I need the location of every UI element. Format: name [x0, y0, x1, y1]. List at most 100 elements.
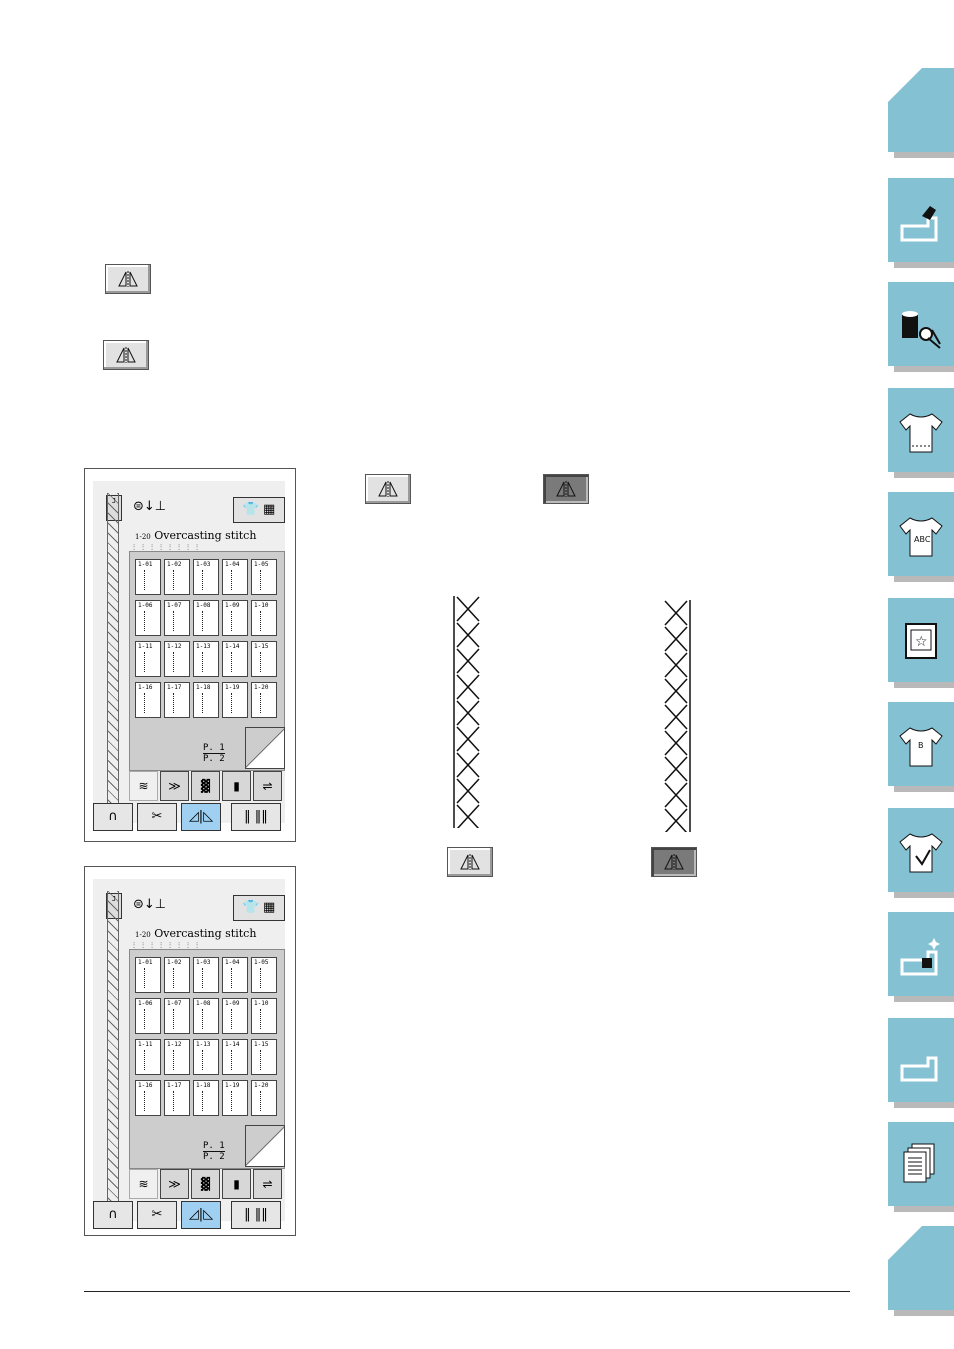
stitch-key[interactable]: 1-09: [222, 600, 248, 636]
side-tab-machine-plain[interactable]: [888, 1018, 954, 1108]
stitch-key[interactable]: 1-18: [193, 682, 219, 718]
stitch-category-tab[interactable]: ▮: [222, 1169, 251, 1199]
side-tab-documents[interactable]: [888, 1122, 954, 1212]
stitch-key[interactable]: 1-16: [135, 682, 161, 718]
clothing-category-button[interactable]: 👕 ▦: [233, 497, 285, 523]
mirror-toggle-button[interactable]: ◿|◺: [181, 803, 221, 831]
reverse-stitch-button[interactable]: ∩: [93, 803, 133, 831]
stitch-key[interactable]: 1-14: [222, 1039, 248, 1075]
stitch-key[interactable]: 1-13: [193, 1039, 219, 1075]
stitch-key[interactable]: 1-17: [164, 682, 190, 718]
mirror-icon: [378, 481, 398, 497]
category-row: ≋≫▓▮⇌: [129, 771, 283, 801]
mirror-button-off[interactable]: [365, 474, 411, 504]
mirror-toggle-button[interactable]: ◿|◺: [181, 1201, 221, 1229]
stitch-key[interactable]: 1-05: [251, 559, 277, 595]
stitch-category-tab[interactable]: ⇌: [253, 1169, 282, 1199]
mirror-icon: [556, 481, 576, 497]
stitch-category-tab[interactable]: ⇌: [253, 771, 282, 801]
embroidery-frame-icon: ☆: [905, 623, 937, 659]
mirror-button[interactable]: [105, 264, 151, 294]
machine-hand-icon: [900, 206, 938, 242]
stitch-key[interactable]: 1-12: [164, 1039, 190, 1075]
page-turn-button[interactable]: [245, 727, 285, 769]
function-bar: ∩ ✂ ◿|◺ ‖ ‖‖: [93, 1201, 285, 1229]
shirt-icon: [899, 413, 943, 453]
stitch-key[interactable]: 1-10: [251, 998, 277, 1034]
stitch-category-tab[interactable]: ≫: [160, 1169, 189, 1199]
side-tab-maintenance[interactable]: [888, 912, 954, 1002]
stitch-key[interactable]: 1-06: [135, 998, 161, 1034]
stitch-key[interactable]: 1-15: [251, 1039, 277, 1075]
side-tab-machine[interactable]: [888, 178, 954, 268]
stitch-key[interactable]: 1-19: [222, 682, 248, 718]
stitch-key[interactable]: 1-19: [222, 1080, 248, 1116]
stitch-category-tab[interactable]: ▓: [191, 1169, 220, 1199]
stitch-key[interactable]: 1-11: [135, 641, 161, 677]
stitch-category-tab[interactable]: ≫: [160, 771, 189, 801]
stitch-key[interactable]: 1-03: [193, 957, 219, 993]
scissors-button[interactable]: ✂: [137, 1201, 177, 1229]
side-tab-shirt-sewing[interactable]: [888, 808, 954, 898]
stitch-key[interactable]: 1-12: [164, 641, 190, 677]
stitch-key[interactable]: 1-06: [135, 600, 161, 636]
mirror-button-on[interactable]: [543, 474, 589, 504]
bobbin-thread-icon: ⊜↓⊥: [133, 897, 167, 912]
stitch-category-tab[interactable]: ▓: [191, 771, 220, 801]
side-tab-blank-bottom[interactable]: [888, 1226, 954, 1316]
twin-needle-button[interactable]: ‖ ‖‖: [231, 803, 281, 831]
stitch-category-tab[interactable]: ▮: [222, 771, 251, 801]
mirror-button-on[interactable]: [651, 847, 697, 877]
stitch-key[interactable]: 1-17: [164, 1080, 190, 1116]
mirror-button-off[interactable]: [447, 847, 493, 877]
stitch-key[interactable]: 1-16: [135, 1080, 161, 1116]
side-tab-embroidery[interactable]: ☆: [888, 598, 954, 688]
stitch-key[interactable]: 1-02: [164, 957, 190, 993]
stitch-key[interactable]: 1-15: [251, 641, 277, 677]
category-row: ≋≫▓▮⇌: [129, 1169, 283, 1199]
stitch-key[interactable]: 1-18: [193, 1080, 219, 1116]
machine-sparkle-icon: [900, 938, 940, 976]
stitch-key[interactable]: 1-20: [251, 682, 277, 718]
svg-text:B: B: [918, 741, 924, 750]
stitch-key[interactable]: 1-08: [193, 600, 219, 636]
stitch-key[interactable]: 1-10: [251, 600, 277, 636]
footer-rule: [84, 1291, 850, 1292]
mirror-button[interactable]: [103, 340, 149, 370]
stitch-key[interactable]: 1-11: [135, 1039, 161, 1075]
stitch-key[interactable]: 1-14: [222, 641, 248, 677]
stitch-category-tab[interactable]: ≋: [129, 1169, 158, 1199]
stitch-key[interactable]: 1-04: [222, 559, 248, 595]
stitch-key[interactable]: 1-03: [193, 559, 219, 595]
side-tab-shirt-letter[interactable]: B: [888, 702, 954, 792]
side-tab-shirt-abc[interactable]: ABC: [888, 492, 954, 582]
stitch-key[interactable]: 1-04: [222, 957, 248, 993]
stitch-preview: [107, 891, 119, 1213]
stitch-key[interactable]: 1-20: [251, 1080, 277, 1116]
stitch-key[interactable]: 1-13: [193, 641, 219, 677]
side-tab-threads[interactable]: [888, 282, 954, 372]
svg-text:☆: ☆: [915, 634, 928, 650]
stitch-key[interactable]: 1-02: [164, 559, 190, 595]
stitch-key[interactable]: 1-09: [222, 998, 248, 1034]
twin-needle-button[interactable]: ‖ ‖‖: [231, 1201, 281, 1229]
scissors-button[interactable]: ✂: [137, 803, 177, 831]
stitch-key[interactable]: 1-07: [164, 998, 190, 1034]
stitch-key[interactable]: 1-05: [251, 957, 277, 993]
reverse-stitch-button[interactable]: ∩: [93, 1201, 133, 1229]
stitch-key[interactable]: 1-01: [135, 559, 161, 595]
stitch-key[interactable]: 1-07: [164, 600, 190, 636]
mirror-icon: [664, 854, 684, 870]
side-tab-shirt[interactable]: [888, 388, 954, 478]
page-turn-button[interactable]: [245, 1125, 285, 1167]
stitch-category-tab[interactable]: ≋: [129, 771, 158, 801]
stitch-key[interactable]: 1-01: [135, 957, 161, 993]
side-tab-blank-top[interactable]: [888, 68, 954, 158]
lcd-screen: J⊜↓⊥👕 ▦1-20 Overcasting stitch⫶⫶⫶⫶⫶⫶⫶⫶1-…: [93, 879, 285, 1229]
documents-icon: [903, 1143, 935, 1183]
stitch-key[interactable]: 1-08: [193, 998, 219, 1034]
clothing-category-button[interactable]: 👕 ▦: [233, 895, 285, 921]
lcd-panel-1: J⊜↓⊥👕 ▦1-20 Overcasting stitch⫶⫶⫶⫶⫶⫶⫶⫶1-…: [84, 468, 296, 842]
